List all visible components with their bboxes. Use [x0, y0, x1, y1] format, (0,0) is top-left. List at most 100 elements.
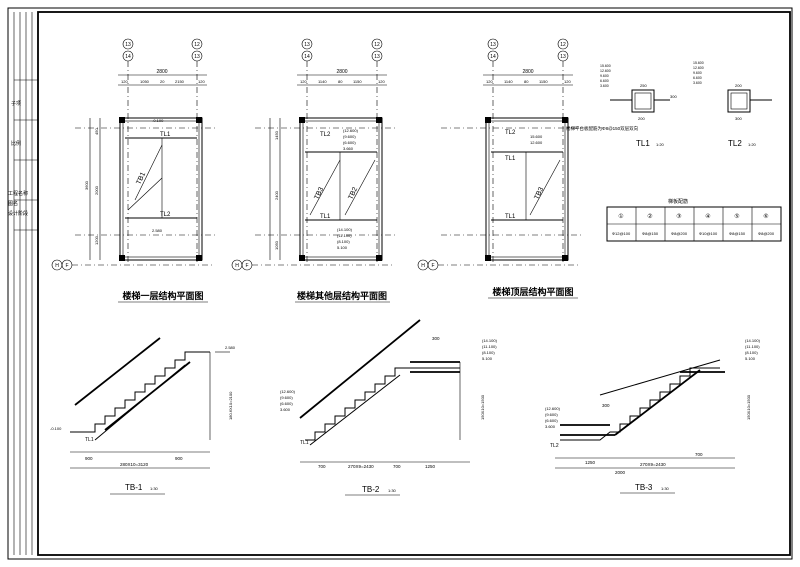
level-mark: (9.600) — [545, 412, 558, 417]
level-mark: -0.100 — [50, 426, 62, 431]
level-mark: 3.600 — [545, 424, 556, 429]
axis-label: F — [431, 263, 434, 269]
section-dim: 250 — [640, 83, 647, 88]
axis-label: 12 — [374, 42, 380, 48]
plan-note: 楼梯平台板配筋为Φ8@150双层双向 — [566, 125, 639, 132]
dim: 900 — [175, 456, 183, 461]
dim-top: 1050 — [140, 79, 150, 84]
section-tl2: 15.600 12.600 9.600 6.600 3.600 200 300 … — [693, 61, 772, 148]
level-mark: 2.580 — [152, 228, 163, 233]
axis-label: 12 — [560, 42, 566, 48]
dim-left: 1200 — [94, 235, 99, 245]
dim: 1250 — [585, 460, 596, 465]
section-label: TB-2 — [362, 485, 380, 494]
rebar-value: Φ10@100 — [699, 231, 718, 236]
axis-label: F — [245, 263, 248, 269]
section-dim: 300 — [670, 94, 677, 99]
axis-label: H — [235, 263, 239, 269]
title-block-mark-2: 比例 — [11, 140, 21, 147]
mark: 300 — [602, 403, 610, 408]
plan-caption: 楼梯其他层结构平面图 — [297, 290, 387, 301]
section-level: 3.600 — [600, 84, 609, 88]
beam-tag: TL1 — [85, 437, 94, 443]
section-dim: 200 — [735, 83, 742, 88]
level-mark: (11.100) — [482, 344, 497, 349]
dim-total: 2800 — [522, 69, 533, 75]
section-level: 12.600 — [693, 66, 704, 70]
plan-caption: 楼梯一层结构平面图 — [122, 290, 203, 301]
dim: 700 — [318, 464, 326, 469]
section-level: 3.600 — [693, 81, 702, 85]
section-tl1: 15.600 12.600 9.600 6.600 3.600 250 200 … — [600, 64, 677, 148]
rebar-value: Φ8@200 — [758, 231, 775, 236]
section-level: 12.600 — [600, 69, 611, 73]
section-label: TL2 — [728, 139, 742, 148]
dim-top: 1140 — [504, 79, 513, 84]
section-scale: 1:30 — [150, 486, 159, 491]
rebar-value: Φ8@150 — [642, 231, 659, 236]
plan-tag: TL1 — [160, 132, 171, 138]
rebar-header: ③ — [676, 213, 681, 220]
section-scale: 1:20 — [656, 142, 665, 147]
plan-caption: 楼梯顶层结构平面图 — [492, 286, 573, 297]
level-mark: (12.600) — [545, 406, 561, 411]
section-label: TL1 — [636, 139, 650, 148]
level-mark: (9.600) — [280, 395, 293, 400]
level-mark: 5.100 — [745, 356, 756, 361]
axis-bubble — [122, 38, 134, 50]
axis-label: 14 — [304, 54, 310, 60]
axis-label: 14 — [125, 54, 131, 60]
dim-left: 1050 — [274, 240, 279, 250]
stair-section-tb2: (14.100) (11.100) (8.100) 5.100 (12.600)… — [280, 319, 498, 496]
axis-label: 13 — [125, 42, 131, 48]
level-mark: (8.100) — [482, 350, 495, 355]
rebar-table: 梯板配筋 ① ② ③ ④ ⑤ ⑥ Φ12@100 Φ8@150 Φ8@200 Φ… — [606, 198, 782, 242]
rebar-header: ④ — [705, 213, 710, 220]
axis-bubble — [191, 38, 203, 50]
dim-top: 120 — [486, 79, 493, 84]
rebar-header: ② — [647, 213, 652, 220]
dim-top: 120 — [300, 79, 307, 84]
dim-left-total: 3600 — [84, 180, 89, 190]
level-mark: (6.600) — [545, 418, 558, 423]
dim-top: 80 — [338, 79, 343, 84]
dim-top: 1150 — [353, 79, 362, 84]
dim-total: 2800 — [336, 69, 347, 75]
outer-border — [7, 7, 793, 560]
rebar-value: Φ8@200 — [671, 231, 688, 236]
level-mark: (8.100) — [745, 350, 758, 355]
plan-tag: TL2 — [505, 130, 516, 136]
axis-label: 13 — [304, 42, 310, 48]
dim-top: 120 — [121, 79, 128, 84]
rebar-value: Φ8@150 — [729, 231, 746, 236]
section-level: 6.600 — [600, 79, 609, 83]
level-mark: (14.100) — [482, 338, 498, 343]
beam-tag: TL1 — [300, 440, 309, 446]
dim-top: 120 — [198, 79, 205, 84]
dim-top: 120 — [564, 79, 571, 84]
plan-tag: TL1 — [505, 156, 516, 162]
dim-top: 120 — [378, 79, 385, 84]
plan-tag: TL1 — [505, 214, 516, 220]
level-mark: (11.100) — [337, 233, 352, 238]
dim-top: 1140 — [318, 79, 327, 84]
section-dim: 200 — [638, 116, 645, 121]
dim-top: 80 — [524, 79, 529, 84]
dim-top: 1150 — [539, 79, 548, 84]
section-level: 15.600 — [693, 61, 704, 65]
height-dim: 180.6X10=2100 — [228, 391, 233, 420]
plan-tag: TB2 — [347, 186, 359, 201]
section-level: 6.600 — [693, 76, 702, 80]
level-mark: 5.100 — [482, 356, 493, 361]
plan-tag: TL1 — [320, 214, 331, 220]
level-mark: 5.100 — [337, 245, 348, 250]
dim: 270X9=2430 — [348, 464, 374, 469]
level-mark: 15.600 — [530, 134, 543, 139]
height-dim: 150X10=1500 — [746, 394, 751, 420]
level-mark: (12.600) — [343, 128, 359, 133]
plan-tag: TL2 — [320, 132, 331, 138]
level-mark: 2.580 — [225, 345, 236, 350]
section-level: 9.600 — [693, 71, 702, 75]
rebar-header: ⑤ — [734, 213, 739, 220]
plan-first-floor: 13 14 12 13 2800 120 1050 20 2150 120 36… — [51, 38, 215, 303]
